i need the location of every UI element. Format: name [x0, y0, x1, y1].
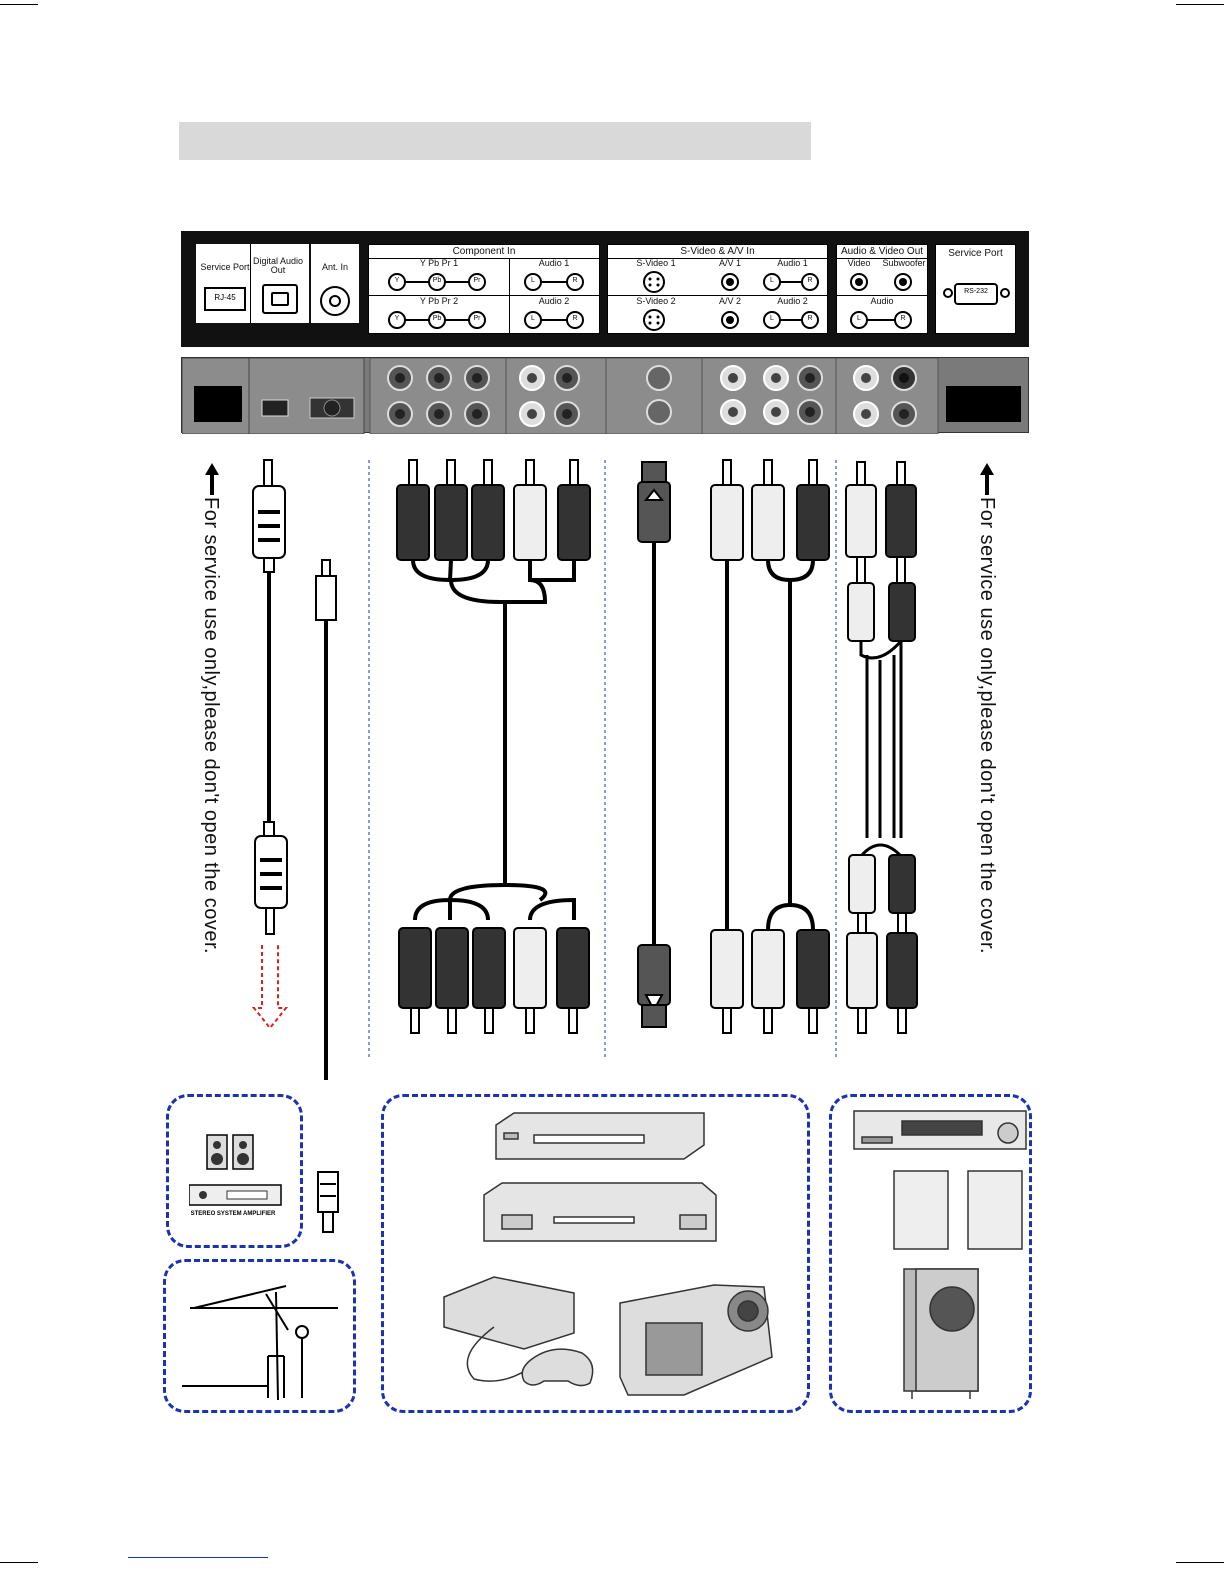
rs232-label: RS-232	[964, 288, 988, 295]
service-note-right: For service use only,please don't open t…	[976, 497, 998, 955]
video-label: Video	[847, 258, 871, 268]
rs232-port-icon: RS-232	[954, 283, 998, 305]
speaker-pair-icon	[893, 1170, 1023, 1250]
svideo-av-in-group: S-Video & A/V In S-Video 1 A/V 1 Audio 1…	[607, 244, 828, 334]
up-arrow-icon	[205, 463, 219, 495]
av1-label: A/V 1	[718, 258, 741, 268]
audio-out-cable	[845, 461, 918, 1034]
footer-rule	[128, 1557, 268, 1558]
jack-r1: R	[572, 277, 578, 284]
red-arrow-icon	[251, 945, 289, 1030]
crop-mark-br	[1176, 1562, 1224, 1563]
audio2b-label: Audio 2	[777, 296, 808, 306]
jack-r5: R	[900, 315, 906, 322]
crop-mark-bl	[0, 1562, 38, 1563]
audio-video-out-header: Audio & Video Out	[840, 246, 924, 257]
coax-plug-bottom	[317, 1171, 339, 1233]
camcorder-icon	[619, 1284, 773, 1396]
component-in-header: Component In	[452, 246, 516, 257]
service-audio-group: Service Port Digital Audio Out RJ-45	[196, 244, 309, 323]
component-jacks-svg	[388, 273, 584, 329]
section-title-bar	[179, 122, 811, 160]
service-port-right-group: Service Port RS-232	[935, 244, 1016, 334]
panel-photo-svg	[182, 358, 1021, 434]
speakers-icon	[189, 1134, 282, 1206]
crop-mark-tl	[0, 4, 38, 5]
screw-left	[943, 288, 953, 298]
svideo-cable	[637, 461, 671, 1028]
jack-l4: L	[770, 315, 774, 322]
game-console-icon	[443, 1276, 594, 1387]
ypbpr1-label: Y Pb Pr 1	[419, 258, 459, 268]
audio2-label: Audio 2	[538, 296, 570, 306]
svideo1-label: S-Video 1	[636, 258, 676, 268]
ant-in-group: Ant. In	[311, 244, 359, 323]
source-devices-icons	[443, 1112, 773, 1396]
service-port-label: Service Port	[200, 262, 250, 272]
crop-mark-tr	[1176, 4, 1224, 5]
screw-right	[1000, 288, 1010, 298]
jack-pb1: Pb	[432, 277, 442, 284]
component-in-group: Component In Y Pb Pr 1 Audio 1 Y Pb Pr 2…	[368, 244, 600, 334]
amplifier-label: STEREO SYSTEM AMPLIFIER	[190, 1211, 276, 1217]
subwoofer-icon	[903, 1268, 979, 1399]
panel-photo-strip	[181, 357, 1029, 434]
receiver-icon	[853, 1110, 1027, 1150]
rj45-label: RJ-45	[214, 293, 236, 302]
output-devices-box	[829, 1094, 1032, 1413]
jack-r2: R	[572, 315, 578, 322]
jack-pr1: Pr	[473, 277, 481, 284]
optical-cable	[252, 459, 288, 935]
dvd-player-icon	[483, 1182, 717, 1242]
jack-l3: L	[770, 277, 774, 284]
up-arrow-icon-right	[980, 463, 994, 495]
rj45-port: RJ-45	[204, 287, 246, 311]
svideo2-label: S-Video 2	[636, 296, 676, 306]
jack-r3: R	[807, 277, 813, 284]
svideo-jacks-svg	[643, 271, 819, 331]
amplifier-box: STEREO SYSTEM AMPLIFIER	[166, 1094, 303, 1248]
audio1-label: Audio 1	[538, 258, 570, 268]
service-port-right-header: Service Port	[948, 248, 1003, 259]
audio-label: Audio	[870, 296, 894, 306]
cables-diagram	[205, 459, 994, 1080]
connector-panel: Service Port Digital Audio Out RJ-45 Ant…	[181, 231, 1029, 347]
av-cable	[710, 459, 830, 1034]
divider	[250, 244, 251, 323]
digital-audio-out-label: Digital Audio Out	[252, 256, 304, 275]
output-devices-icons	[853, 1110, 1027, 1399]
jack-pb2: Pb	[432, 315, 442, 322]
jack-pr2: Pr	[473, 315, 481, 322]
subwoofer-label: Subwoofer	[882, 258, 926, 268]
svideo-av-in-header: S-Video & A/V In	[680, 246, 755, 257]
source-devices-box	[381, 1094, 810, 1413]
out-jacks-svg	[850, 273, 912, 329]
service-note-left: For service use only,please don't open t…	[200, 497, 222, 955]
antenna-box	[163, 1259, 356, 1413]
antenna-jack-icon	[320, 286, 350, 316]
jack-y2: Y	[394, 315, 400, 322]
vcr-icon	[495, 1112, 705, 1160]
jack-l2: L	[531, 315, 535, 322]
ant-in-label: Ant. In	[321, 262, 348, 272]
jack-y1: Y	[394, 277, 400, 284]
optical-port-icon	[262, 284, 298, 314]
antenna-icon	[182, 1285, 338, 1401]
audio1b-label: Audio 1	[777, 258, 808, 268]
jack-l5: L	[857, 315, 861, 322]
component-cable	[396, 459, 591, 1034]
jack-r4: R	[807, 315, 813, 322]
jack-l1: L	[531, 277, 535, 284]
ypbpr2-label: Y Pb Pr 2	[419, 296, 459, 306]
coax-cable	[315, 559, 337, 1080]
av2-label: A/V 2	[718, 296, 741, 306]
audio-video-out-group: Audio & Video Out Video Subwoofer Audio …	[836, 244, 928, 334]
